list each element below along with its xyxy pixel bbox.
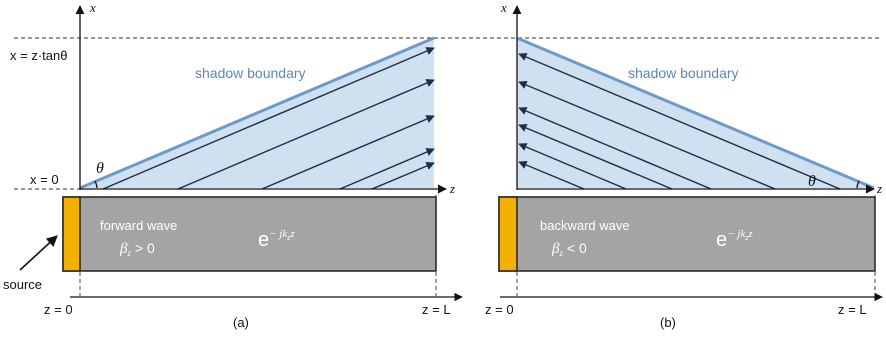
caption-b: (b) [660, 315, 676, 330]
source-label: source [3, 277, 42, 292]
x-axis-label-a: x [89, 0, 96, 15]
ray-group-b [518, 53, 841, 190]
waveguide-a [62, 196, 437, 272]
ray [261, 115, 435, 190]
x-top-label: x = z·tanθ [10, 48, 67, 63]
beta-condition-a: βz > 0 [119, 240, 155, 258]
ray [518, 143, 627, 190]
shadow-boundary-line-b [516, 36, 875, 190]
z-end-label-a: z = L [422, 302, 451, 317]
shadow-boundary-line-a [79, 36, 435, 190]
ray [518, 124, 673, 190]
ray [518, 107, 712, 190]
caption-a: (a) [233, 315, 249, 330]
x-axis-label-b: x [500, 0, 507, 15]
theta-arc-a [94, 180, 98, 189]
z-axis-label-b: z [876, 181, 882, 196]
z-start-label-b: z = 0 [485, 302, 514, 317]
ray [177, 79, 435, 190]
theta-label-a: θ [96, 160, 104, 177]
beta-condition-b: βz < 0 [551, 240, 587, 258]
theta-label-b: θ [808, 173, 816, 190]
panel-a: x z x = z·tanθ x = 0 θ shadow boundary f… [3, 0, 880, 330]
exponential-term-b: e− jkzz [716, 228, 753, 251]
ray [518, 81, 776, 190]
ray [518, 161, 585, 190]
waveguide-b [498, 196, 876, 272]
ray [371, 162, 435, 190]
exponential-term-a: e− jkzz [258, 228, 295, 251]
ray [339, 148, 435, 190]
wave-title-b: backward wave [540, 218, 630, 233]
source-arrow [19, 235, 58, 271]
theta-arc-b [856, 180, 860, 189]
source-block-b [498, 196, 518, 272]
source-block [62, 196, 81, 272]
ray [518, 53, 841, 190]
x-zero-label: x = 0 [30, 172, 59, 187]
z-start-label-a: z = 0 [44, 302, 73, 317]
ray [102, 47, 435, 190]
z-axis-label-a: z [449, 181, 455, 196]
z-end-label-b: z = L [838, 302, 867, 317]
panel-b: x z θ shadow boundary backward wave βz <… [485, 0, 883, 330]
shadow-boundary-label-a: shadow boundary [195, 65, 306, 81]
ray-group-a [102, 47, 435, 190]
wave-title-a: forward wave [100, 218, 177, 233]
shadow-boundary-label-b: shadow boundary [628, 65, 739, 81]
